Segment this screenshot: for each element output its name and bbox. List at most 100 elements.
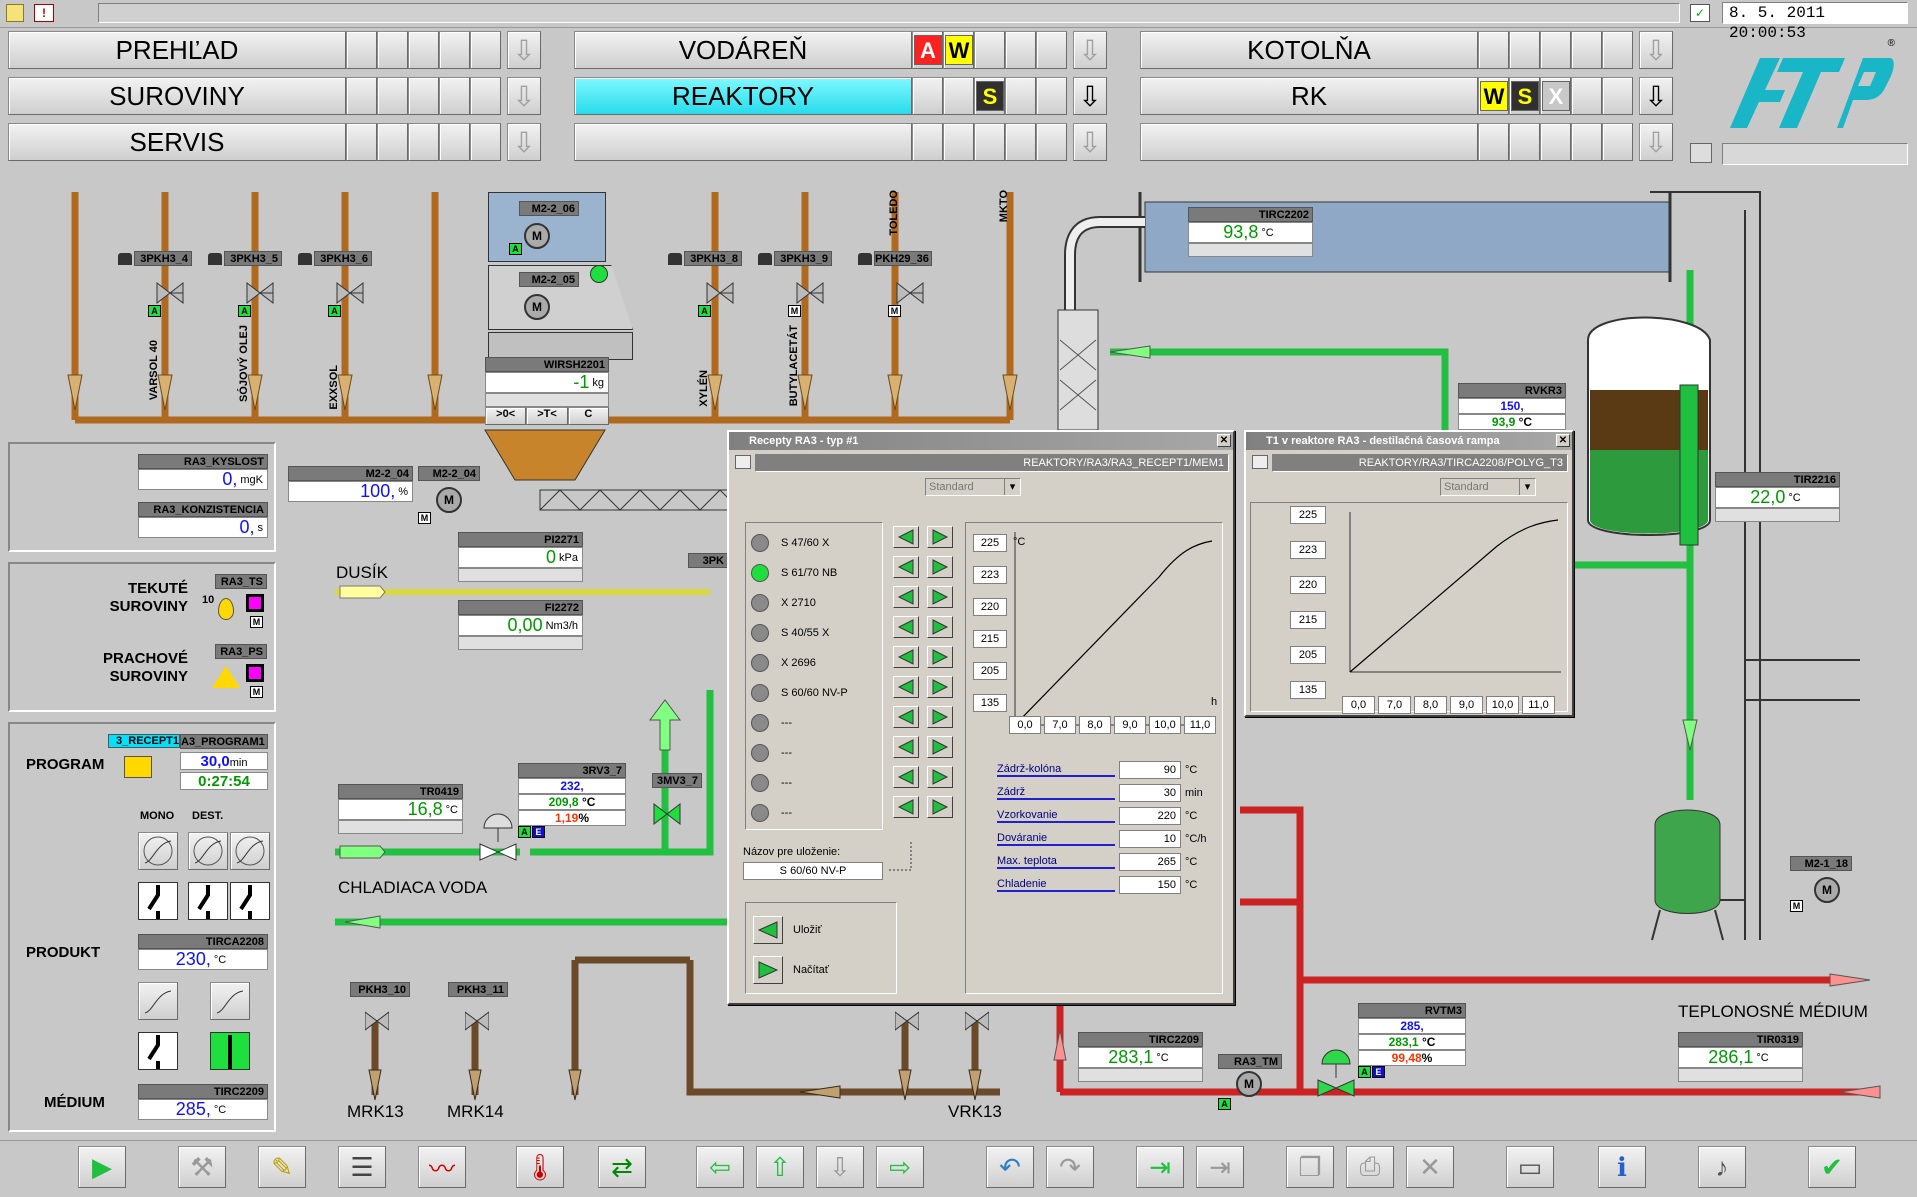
switch-1[interactable] <box>138 882 178 920</box>
redo-icon[interactable]: ↷ <box>1046 1146 1094 1188</box>
move-right-button[interactable] <box>927 736 953 758</box>
valve-3pkh3-8[interactable] <box>705 280 735 306</box>
motor-m2-2-06[interactable]: M2-2_06 M A <box>488 192 606 262</box>
solenoid-valve-3mv3-7[interactable] <box>652 800 682 828</box>
logout-icon[interactable]: ⇥ <box>1196 1146 1244 1188</box>
recipe-item[interactable]: --- <box>751 738 881 768</box>
tools-icon[interactable]: ⚒ <box>178 1146 226 1188</box>
load-button[interactable] <box>753 956 783 984</box>
param-value[interactable]: 90 <box>1119 760 1181 779</box>
nav-button-r1c3[interactable]: KOTOLŇA <box>1140 31 1478 69</box>
arrow-left-icon[interactable]: ⇦ <box>696 1146 744 1188</box>
y-tick-value[interactable]: 220 <box>1290 576 1326 594</box>
move-left-button[interactable] <box>893 646 919 668</box>
arrow-right-icon[interactable]: ⇨ <box>876 1146 924 1188</box>
x-tick-value[interactable]: 10,0 <box>1486 696 1519 714</box>
alarm-flag-s[interactable]: S <box>1511 81 1539 111</box>
recept-tag[interactable]: 3_RECEPT1 <box>108 734 180 748</box>
param-value[interactable]: 10 <box>1119 829 1181 848</box>
valve-3pkh3-5[interactable] <box>245 280 275 306</box>
move-left-button[interactable] <box>893 766 919 788</box>
x-tick-value[interactable]: 9,0 <box>1450 696 1483 714</box>
move-right-button[interactable] <box>927 646 953 668</box>
tekute-status[interactable] <box>246 594 264 612</box>
x-tick-value[interactable]: 8,0 <box>1414 696 1447 714</box>
y-tick-value[interactable]: 223 <box>1290 541 1326 559</box>
zero-button[interactable]: >0< <box>485 407 527 425</box>
nav-down-arrow-icon[interactable]: ⇩ <box>1639 31 1673 69</box>
valve-3pkh3-4[interactable] <box>155 280 185 306</box>
y-tick-value[interactable]: 225 <box>1290 506 1326 524</box>
rvkr3-block[interactable]: RVKR3 150, 93,9 °C <box>1458 383 1566 430</box>
alarm-flag-w[interactable]: W <box>1480 81 1508 111</box>
nav-button-r2c3[interactable]: RK <box>1140 77 1478 115</box>
nav-button-r2c2[interactable]: REAKTORY <box>574 77 912 115</box>
recipe-item[interactable]: --- <box>751 708 881 738</box>
move-left-button[interactable] <box>893 736 919 758</box>
recipe-item[interactable]: --- <box>751 768 881 798</box>
move-right-button[interactable] <box>927 706 953 728</box>
ramp-standard-select[interactable]: Standard▾ <box>1440 478 1536 496</box>
nav-down-arrow-icon[interactable]: ⇩ <box>507 123 541 161</box>
y-tick-value[interactable]: 205 <box>1290 646 1326 664</box>
move-left-button[interactable] <box>893 556 919 578</box>
arrow-up-icon[interactable]: ⇧ <box>756 1146 804 1188</box>
move-left-button[interactable] <box>893 616 919 638</box>
param-value[interactable]: 220 <box>1119 806 1181 825</box>
valve-pkh29-36[interactable] <box>895 280 925 306</box>
ramp-button-1[interactable] <box>138 982 178 1020</box>
move-left-button[interactable] <box>893 526 919 548</box>
move-right-button[interactable] <box>927 616 953 638</box>
close-icon[interactable]: ✕ <box>1556 434 1570 447</box>
arrow-down-icon[interactable]: ⇩ <box>816 1146 864 1188</box>
close-icon[interactable]: ✕ <box>1217 434 1231 447</box>
nav-down-arrow-icon[interactable]: ⇩ <box>507 31 541 69</box>
switch-4[interactable] <box>138 1032 178 1070</box>
recipe-item[interactable]: --- <box>751 798 881 828</box>
notes-icon[interactable]: ✎ <box>258 1146 306 1188</box>
move-right-button[interactable] <box>927 796 953 818</box>
sound-icon[interactable]: ♪ <box>1698 1146 1746 1188</box>
y-tick-value[interactable]: 225 <box>973 534 1007 552</box>
y-tick-value[interactable]: 220 <box>973 598 1007 616</box>
x-tick-value[interactable]: 8,0 <box>1079 716 1111 734</box>
recipe-item[interactable]: S 47/60 X <box>751 528 881 558</box>
recipe-item[interactable]: S 60/60 NV-P <box>751 678 881 708</box>
y-tick-value[interactable]: 205 <box>973 662 1007 680</box>
play-icon[interactable]: ▶ <box>78 1146 126 1188</box>
x-tick-value[interactable]: 7,0 <box>1378 696 1411 714</box>
move-right-button[interactable] <box>927 526 953 548</box>
switch-3[interactable] <box>230 882 270 920</box>
x-tick-value[interactable]: 11,0 <box>1522 696 1555 714</box>
mode-dest-button-1[interactable] <box>188 832 228 870</box>
window-close-icon[interactable]: ✕ <box>1406 1146 1454 1188</box>
nav-button-r3c3[interactable] <box>1140 123 1478 161</box>
report-icon[interactable]: ☰ <box>338 1146 386 1188</box>
nav-button-r1c2[interactable]: VODÁREŇ <box>574 31 912 69</box>
thermometer-icon[interactable]: 🌡 <box>516 1146 564 1188</box>
move-right-button[interactable] <box>927 766 953 788</box>
move-left-button[interactable] <box>893 706 919 728</box>
alarm-flag-x[interactable]: X <box>1542 81 1570 111</box>
nav-button-r1c1[interactable]: PREHĽAD <box>8 31 346 69</box>
nav-down-arrow-icon[interactable]: ⇩ <box>1639 77 1673 115</box>
nav-button-r3c2[interactable] <box>574 123 912 161</box>
move-left-button[interactable] <box>893 676 919 698</box>
mode-mono-button[interactable] <box>138 832 178 870</box>
prachove-status[interactable] <box>246 664 264 682</box>
info-icon[interactable]: ℹ <box>1598 1146 1646 1188</box>
valve-vrk-2[interactable] <box>964 1010 990 1032</box>
recipe-item[interactable]: S 61/70 NB <box>751 558 881 588</box>
ra3-tm-motor[interactable]: RA3_TM M A <box>1218 1054 1282 1110</box>
move-right-button[interactable] <box>927 556 953 578</box>
valve-pkh3-11[interactable] <box>464 1010 490 1032</box>
undo-icon[interactable]: ↶ <box>986 1146 1034 1188</box>
nav-down-arrow-icon[interactable]: ⇩ <box>1073 31 1107 69</box>
print-icon[interactable] <box>1690 143 1712 163</box>
valve-3pkh3-6[interactable] <box>335 280 365 306</box>
recipe-standard-select[interactable]: Standard▾ <box>925 478 1021 496</box>
m2-1-18-motor[interactable]: M2-1_18 M M <box>1790 856 1870 912</box>
